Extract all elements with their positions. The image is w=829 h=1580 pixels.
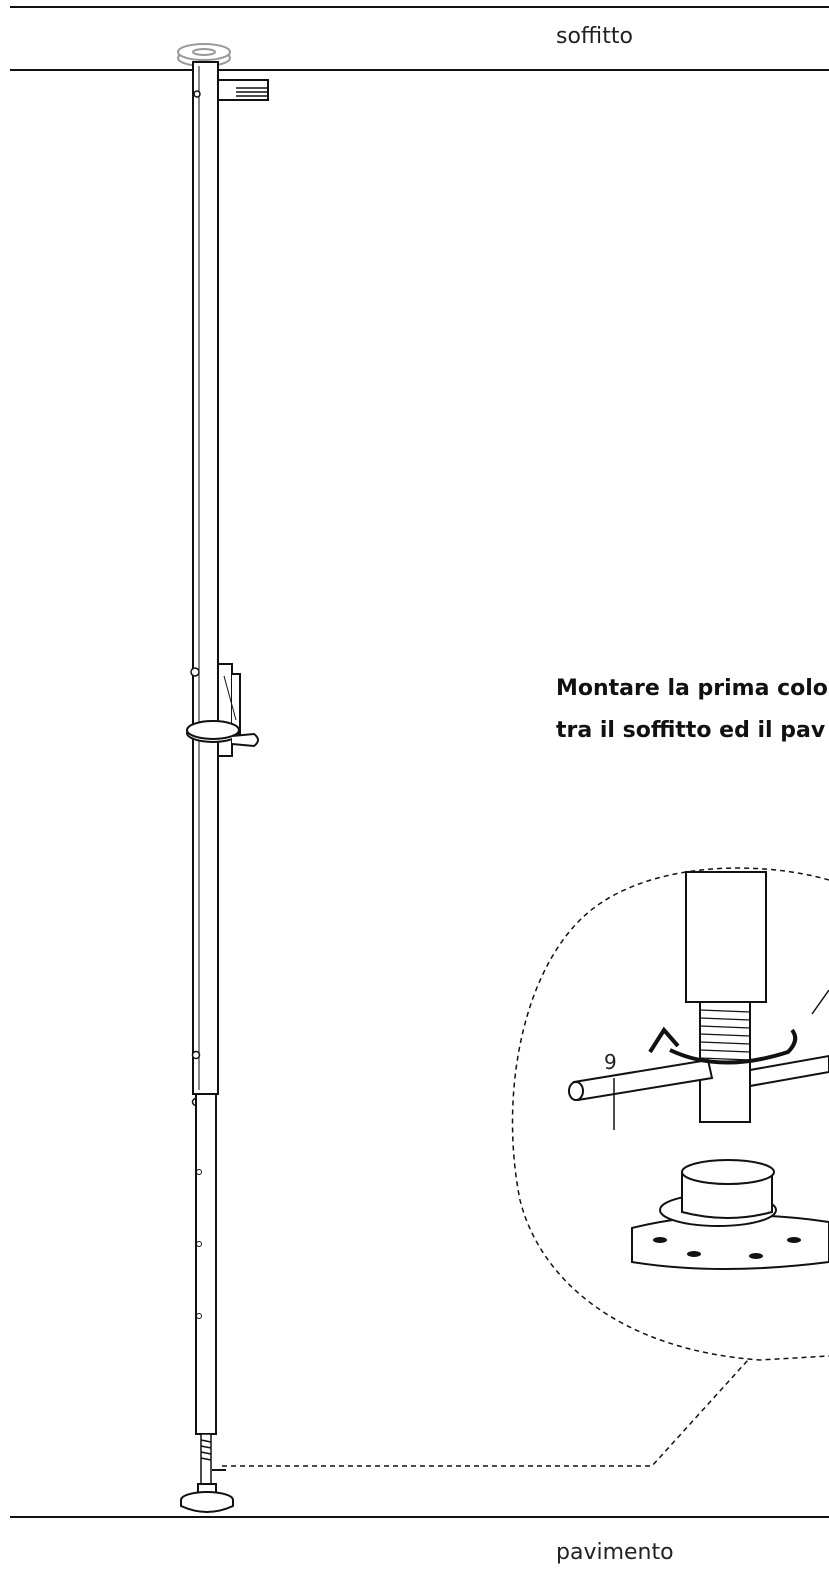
top-bracket <box>218 80 268 100</box>
instruction-line-1: Montare la prima colo <box>556 676 828 701</box>
leader-line <box>222 1360 748 1466</box>
pole-upper <box>193 62 218 1094</box>
floor-label: pavimento <box>556 1540 674 1565</box>
detail-circle <box>513 868 829 1360</box>
instruction-line-2: tra il soffitto ed il pav <box>556 718 825 743</box>
callout-number-9: 9 <box>604 1050 617 1074</box>
threaded-rod <box>201 1434 211 1484</box>
detail-base <box>632 1160 829 1269</box>
rotation-arrow-head <box>650 1030 678 1052</box>
pole-lower <box>196 1094 216 1434</box>
callout-leader-right <box>812 990 829 1014</box>
ceiling-label: soffitto <box>556 24 633 49</box>
